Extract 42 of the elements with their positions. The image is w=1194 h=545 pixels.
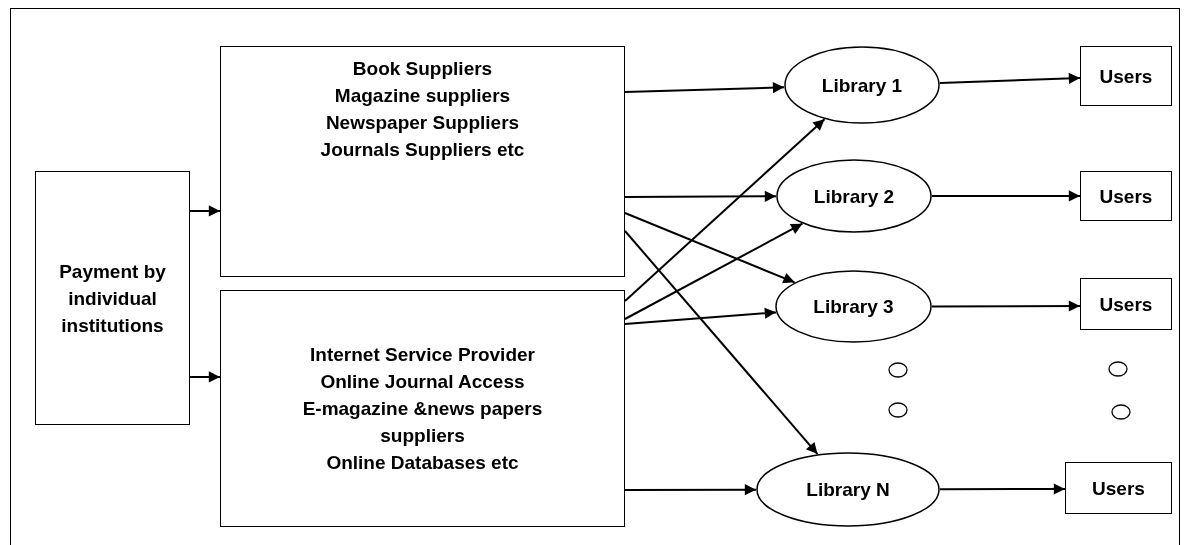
node-label: Users bbox=[1092, 476, 1145, 501]
process-box bbox=[1080, 46, 1172, 106]
arrow bbox=[931, 190, 1081, 202]
process-box bbox=[1080, 171, 1172, 221]
arrow bbox=[624, 212, 796, 284]
library-ellipse bbox=[756, 452, 940, 527]
node-label: Library 2 bbox=[813, 184, 895, 209]
node-label: Internet Service Provider bbox=[310, 343, 535, 367]
process-box bbox=[220, 46, 625, 277]
process-box bbox=[1065, 462, 1172, 514]
node-label: Users bbox=[1099, 64, 1153, 89]
library-ellipse bbox=[784, 46, 940, 124]
node-label: Payment by individual institutions bbox=[58, 259, 167, 338]
node-label: Newspaper Suppliers bbox=[325, 111, 520, 135]
node-label: Journals Suppliers etc bbox=[320, 138, 525, 162]
process-box bbox=[1080, 278, 1172, 330]
arrow bbox=[938, 72, 1081, 84]
arrow bbox=[624, 222, 804, 320]
library-ellipse bbox=[776, 159, 932, 233]
arrow bbox=[624, 230, 819, 456]
node-label: Users bbox=[1099, 292, 1153, 317]
process-box bbox=[35, 171, 190, 425]
arrow bbox=[624, 307, 777, 325]
arrow bbox=[624, 190, 777, 202]
arrow bbox=[189, 371, 221, 383]
node-label: Users bbox=[1099, 184, 1153, 209]
arrow bbox=[189, 205, 221, 217]
arrow bbox=[939, 483, 1066, 495]
node-label: Library 1 bbox=[821, 73, 903, 98]
arrow bbox=[624, 484, 757, 496]
node-label: Library 3 bbox=[813, 295, 894, 319]
arrow bbox=[624, 118, 826, 302]
arrow bbox=[624, 82, 786, 94]
node-label: Library N bbox=[806, 478, 890, 502]
node-label: Magazine suppliers bbox=[334, 84, 511, 108]
node-label: Book Suppliers bbox=[352, 57, 493, 81]
node-label: Online Databases etc bbox=[326, 451, 519, 475]
process-box bbox=[220, 290, 625, 527]
node-label: E-magazine &news papers suppliers bbox=[301, 397, 544, 448]
node-label: Online Journal Access bbox=[320, 370, 525, 394]
arrow bbox=[931, 300, 1081, 312]
library-ellipse bbox=[775, 270, 932, 343]
